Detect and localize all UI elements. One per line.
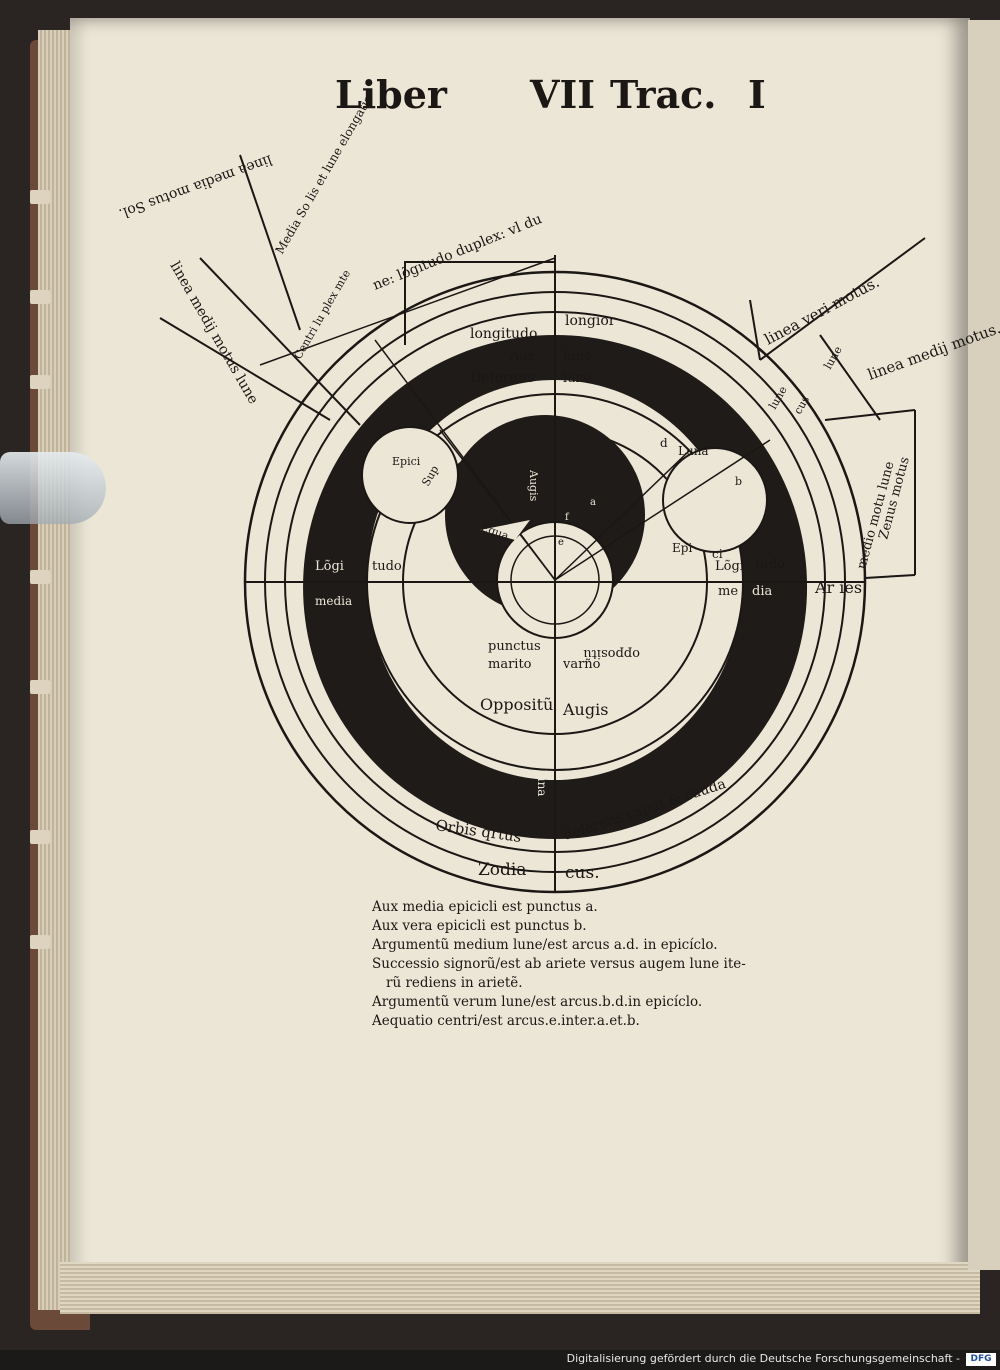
page-tab [30, 290, 50, 304]
veri-motus-line [759, 237, 926, 361]
header-number: I [748, 72, 766, 117]
legend-line: rũ rediens in arietẽ. [386, 975, 523, 991]
legend-line: Aequatio centri/est arcus.e.inter.a.et.b… [372, 1013, 640, 1029]
bottom-page-edges [60, 1262, 980, 1314]
label-longior: longior [565, 313, 616, 329]
label-aries: Ar ies [814, 578, 862, 597]
label-marito: marito [488, 657, 532, 672]
label-a: a [590, 497, 596, 508]
label-augis-bottom: Augis [562, 700, 608, 719]
left-wedge-line-1 [199, 257, 361, 426]
label-luna-vertical: luna [535, 770, 549, 796]
label-varno: varno [562, 657, 601, 672]
right-page-edge [968, 20, 1000, 1270]
page-tab [30, 190, 50, 204]
line-to-luna [554, 439, 771, 581]
legend-line: Argumentũ verum lune/est arcus.b.d.in ep… [372, 994, 703, 1010]
legend-line: Aux vera epicicli est punctus b. [372, 918, 587, 934]
line-left-2 [439, 429, 556, 581]
label-d: d [660, 436, 668, 450]
label-lune-right-1: lune [821, 344, 844, 371]
augis-wedge [480, 520, 530, 540]
label-punctus: punctus [488, 639, 541, 654]
label-e: e [558, 537, 564, 548]
label-media-so: Media So lis et lune elongatio [272, 92, 375, 256]
label-augis: Augis [527, 469, 540, 502]
left-wedge-line-2 [239, 154, 301, 331]
right-wedge-line [819, 334, 881, 421]
right-wedge-top [824, 409, 916, 421]
legend-line: Successio signorũ/est ab ariete versus a… [372, 956, 746, 972]
label-media-left: media [315, 594, 352, 608]
page-tab [30, 570, 50, 584]
footer: Digitalisierung gefördert durch die Deut… [0, 1350, 1000, 1370]
dfg-logo: DFG [966, 1353, 996, 1366]
label-centri: Centri lu plex mte [291, 268, 353, 362]
line-a [554, 449, 691, 581]
label-oppositu-rot: oppositũ [583, 646, 640, 661]
label-b: b [735, 475, 742, 488]
label-ci: ci [712, 547, 723, 561]
label-oppositu: Oppositũ [480, 695, 553, 714]
page-tab [30, 935, 50, 949]
label-cus-right: cus [791, 393, 812, 416]
page-clip [0, 452, 106, 524]
epicycle-right [662, 447, 768, 553]
label-tudo-left: tudo [372, 559, 402, 574]
label-tudo-right: tudo [755, 557, 785, 572]
legend-line: Argumentũ medium lune/est arcus a.d. in … [372, 937, 718, 953]
label-propior: propior [566, 737, 616, 752]
left-wedge-top [259, 257, 556, 366]
label-medij-motus-right: linea medij motus. [865, 319, 1000, 384]
label-logi-right: Lõgi [715, 559, 744, 574]
legend-line: Aux media epicicli est punctus a. [372, 899, 598, 915]
epicycle-left [361, 426, 459, 524]
top-box [404, 261, 555, 345]
header-liber: Liber [335, 72, 447, 117]
label-cus: cus. [565, 863, 600, 883]
label-dia: dia [752, 584, 772, 599]
page-tab [30, 680, 50, 694]
label-longitudo-bottom: Longitudo [478, 739, 545, 754]
page-tab [30, 375, 50, 389]
label-f: f [565, 512, 570, 523]
footer-text: Digitalisierung gefördert durch die Deut… [566, 1352, 960, 1365]
label-me: me [718, 584, 738, 599]
header-volume: VII [530, 72, 596, 117]
label-luna: Luna [678, 444, 709, 458]
label-lune-2: lune [563, 371, 592, 386]
label-longitudo: longitudo [470, 326, 537, 342]
legend: Aux media epicicli est punctus a. Aux ve… [372, 898, 792, 1031]
label-deferens: Deferens [470, 370, 534, 386]
label-epi: Epi [672, 541, 692, 555]
label-logitudo-duplex: ne: lõgitudo duplex: vl du [371, 211, 545, 294]
page-tab [30, 830, 50, 844]
label-medij-motus-lune: linea medij motus lune [167, 259, 262, 407]
header-trac: Trac. [610, 72, 717, 117]
label-epici-left: Epici [392, 455, 421, 468]
label-aux: Aux [509, 349, 536, 364]
medij-motus-line [159, 317, 331, 421]
label-lune-1: lune [563, 349, 592, 364]
label-zodia: Zodia [478, 860, 527, 880]
label-logi-left: Lõgi [315, 559, 344, 574]
